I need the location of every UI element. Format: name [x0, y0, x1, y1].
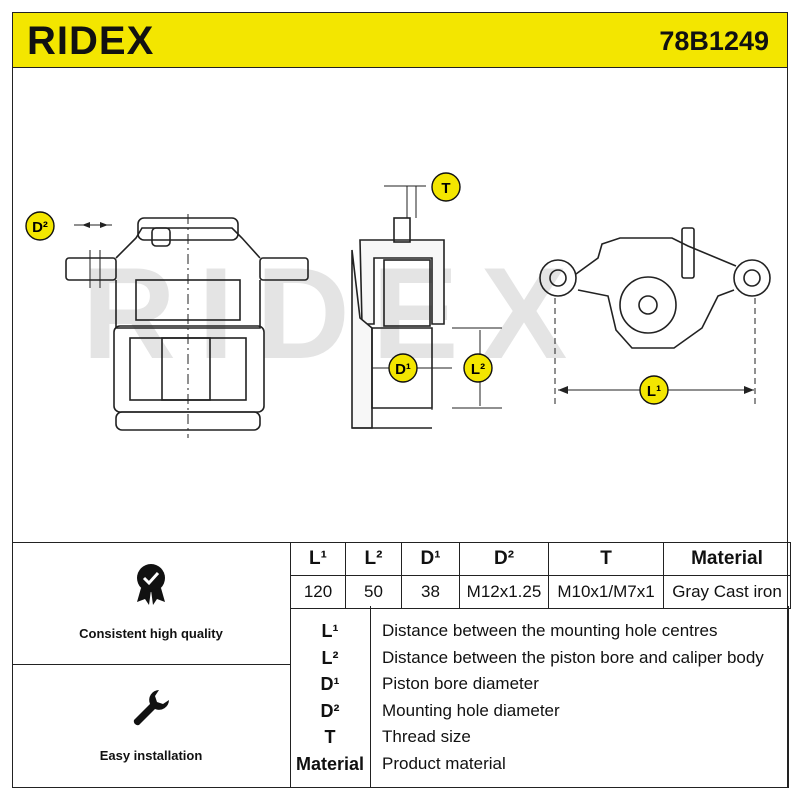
header-bar: RIDEX 78B1249	[12, 12, 788, 68]
spec-header-row: L¹ L² D¹ D² T Material	[290, 542, 791, 576]
spec-value-d1: 38	[401, 575, 460, 609]
label-d2: D²	[32, 219, 48, 236]
spec-value-l1: 120	[290, 575, 346, 609]
feature-quality: Consistent high quality	[12, 562, 290, 641]
legend-text: Distance between the piston bore and cal…	[382, 648, 764, 667]
wrench-icon	[133, 690, 169, 726]
label-l2-badge	[463, 353, 493, 383]
legend-text: Thread size	[382, 727, 471, 746]
label-l1: L¹	[647, 383, 661, 400]
legend-row: D¹ Piston bore diameter	[290, 671, 788, 697]
feature-quality-label: Consistent high quality	[79, 626, 223, 641]
label-t-badge	[431, 172, 461, 202]
feature-separator	[12, 664, 290, 665]
legend-key: D²	[320, 701, 340, 721]
feature-installation: Easy installation	[12, 686, 290, 763]
label-d2-badge	[25, 211, 55, 241]
feature-installation-label: Easy installation	[99, 748, 203, 763]
legend-text: Distance between the mounting hole centr…	[382, 621, 718, 640]
label-l2: L²	[471, 361, 485, 378]
legend-text: Piston bore diameter	[382, 674, 539, 693]
legend-key: T	[324, 727, 336, 747]
legend-key: Material	[295, 754, 365, 774]
legend-row: L¹ Distance between the mounting hole ce…	[290, 618, 788, 644]
legend-text: Product material	[382, 754, 506, 773]
legend-key: L¹	[321, 621, 339, 641]
caliper-drawing-svg: RIDEX D²	[25, 172, 771, 438]
brand-logo: RIDEX	[27, 19, 155, 63]
label-d1-badge	[388, 353, 418, 383]
caliper-side-view	[539, 227, 771, 408]
spec-value-l2: 50	[345, 575, 402, 609]
technical-drawing: RIDEX D²	[12, 68, 788, 542]
legend: L¹ Distance between the mounting hole ce…	[290, 606, 789, 788]
spec-header-d1: D¹	[401, 542, 460, 576]
caliper-front-view	[65, 214, 309, 438]
label-l1-badge	[639, 375, 669, 405]
spec-header-material: Material	[663, 542, 791, 576]
legend-left-border	[290, 606, 291, 788]
label-t: T	[441, 180, 450, 197]
spec-header-l1: L¹	[290, 542, 346, 576]
legend-key: L²	[321, 648, 339, 668]
legend-text: Mounting hole diameter	[382, 701, 560, 720]
label-d1: D¹	[395, 361, 411, 378]
legend-divider	[370, 606, 371, 788]
legend-key: D¹	[320, 674, 340, 694]
legend-row: D² Mounting hole diameter	[290, 698, 788, 724]
quality-badge-icon	[137, 564, 165, 605]
spec-value-t: M10x1/M7x1	[548, 575, 664, 609]
legend-row: Material Product material	[290, 751, 788, 777]
legend-row: L² Distance between the piston bore and …	[290, 645, 788, 671]
spec-table: L¹ L² D¹ D² T Material 120 50 38 M12x1.2…	[290, 542, 791, 609]
spec-header-t: T	[548, 542, 664, 576]
watermark-text: RIDEX	[82, 240, 589, 386]
spec-header-l2: L²	[345, 542, 402, 576]
caliper-section-view	[351, 185, 502, 429]
spec-header-d2: D²	[459, 542, 549, 576]
spec-value-d2: M12x1.25	[459, 575, 549, 609]
spec-value-material: Gray Cast iron	[663, 575, 791, 609]
spec-value-row: 120 50 38 M12x1.25 M10x1/M7x1 Gray Cast …	[290, 575, 791, 609]
legend-row: T Thread size	[290, 724, 788, 750]
part-number: 78B1249	[659, 26, 769, 56]
